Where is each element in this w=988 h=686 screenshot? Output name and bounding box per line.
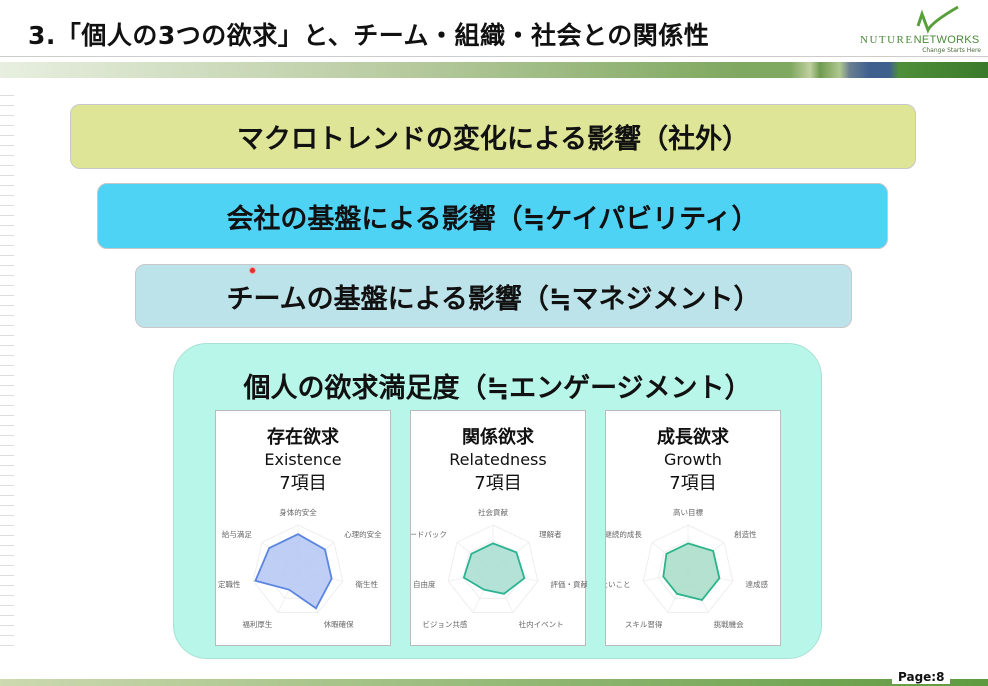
radar-axis-label: 社内イベント [519,619,564,629]
card-en: Existence [264,450,342,469]
card-en: Growth [664,450,722,469]
card-en: Relatedness [449,450,547,469]
radar-axis-label: フィードバック [411,530,447,539]
logo-check-icon [916,5,959,34]
radar-axis-label: 高い目標 [673,507,703,517]
card-name: 関係欲求 [462,427,534,448]
individual-heading: 個人の欲求満足度（≒エンゲージメント） [243,373,752,404]
card-count: 7項目 [669,473,717,494]
layer-company-foundation: 会社の基盤による影響（≒ケイパビリティ） [97,183,888,249]
card-name: 存在欲求 [267,427,339,448]
header-band [0,62,988,78]
radar-grid [642,524,734,613]
nuture-networks-logo: NUTURENETWORKS Change Starts Here [860,4,985,54]
radar-axis-label: 自由度 [413,579,436,589]
logo-brand-2: NETWORKS [913,34,980,46]
radar-series [662,542,721,602]
radar-axis-label: 挑戦機会 [714,619,744,629]
radar-axis-label: 心理的安全 [344,529,382,539]
radar-axis-label: 達成感 [746,579,769,589]
logo-tagline: Change Starts Here [922,47,981,54]
radar-grid [252,524,344,613]
layer-macro-trend: マクロトレンドの変化による影響（社外） [70,104,916,169]
radar-axis-label: 休暇確保 [324,619,354,629]
radar-axis-label: ビジョン共感 [422,619,467,629]
slide-title: 3.「個人の3つの欲求」と、チーム・組織・社会との関係性 [28,21,710,50]
ruler [0,95,14,655]
radar-axis-label: 社会貢献 [478,507,508,517]
radar-axis-label: 創造性 [734,529,757,539]
logo-brand-1: NUTURE [860,34,914,46]
radar-series [462,542,526,595]
individual-needs-panel: 個人の欲求満足度（≒エンゲージメント） 存在欲求 Existence 7項目 身… [173,343,822,659]
radar-axis-label: 継続的成長 [606,529,642,539]
radar-grid [447,524,539,613]
card-name: 成長欲求 [657,427,729,448]
radar-axis-label: 評価・貢献 [551,579,587,589]
layer-team-foundation: チームの基盤による影響（≒マネジメント） [135,264,852,328]
radar-axis-label: 福利厚生 [242,619,272,629]
pointer-dot [249,267,256,274]
radar-axis-label: やりたいこと [606,580,630,589]
radar-axis-label: スキル習得 [625,619,663,629]
radar-axis-label: 定職性 [218,579,241,589]
page-number: Page:8 [892,670,951,684]
radar-axis-label: 給与満足 [222,529,252,539]
radar-axis-label: 理解者 [539,529,562,539]
card-count: 7項目 [279,473,327,494]
card-relatedness: 関係欲求 Relatedness 7項目 社会貢献理解者評価・貢献社内イベント ビ… [410,410,587,646]
header-divider [0,56,988,57]
card-count: 7項目 [474,473,522,494]
card-existence: 存在欲求 Existence 7項目 身体的安全心理的安全衛生性休暇確保 福利厚生… [215,410,391,646]
radar-axis-label: 衛生性 [356,579,379,589]
radar-axis-label: 身体的安全 [279,507,317,517]
footer-band [0,679,988,686]
radar-series [254,533,333,610]
